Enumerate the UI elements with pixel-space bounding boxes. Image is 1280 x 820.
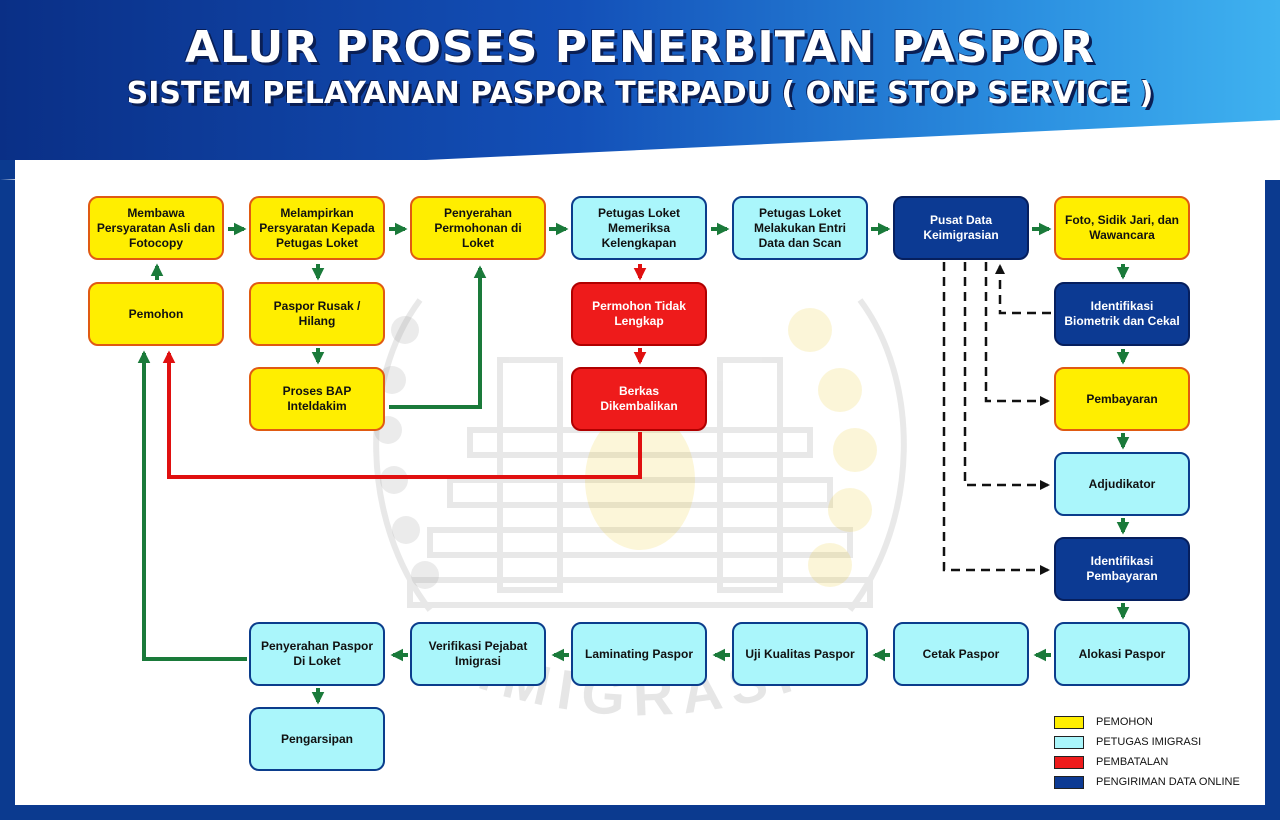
legend-label: PETUGAS IMIGRASI bbox=[1096, 736, 1202, 748]
legend: PEMOHON PETUGAS IMIGRASI PEMBATALAN PENG… bbox=[1054, 712, 1264, 792]
legend-swatch-pembatalan bbox=[1054, 755, 1084, 769]
page-subtitle: SISTEM PELAYANAN PASPOR TERPADU ( ONE ST… bbox=[126, 76, 1154, 111]
node-uji-kualitas[interactable]: Uji Kualitas Paspor bbox=[732, 622, 868, 686]
node-paspor-rusak-hilang[interactable]: Paspor Rusak / Hilang bbox=[249, 282, 385, 346]
node-permohon-tidak-lengkap[interactable]: Permohon Tidak Lengkap bbox=[571, 282, 707, 346]
node-laminating-paspor[interactable]: Laminating Paspor bbox=[571, 622, 707, 686]
node-petugas-memeriksa[interactable]: Petugas Loket Memeriksa Kelengkapan bbox=[571, 196, 707, 260]
node-identifikasi-pembayaran[interactable]: Identifikasi Pembayaran bbox=[1054, 537, 1190, 601]
node-berkas-dikembalikan[interactable]: Berkas Dikembalikan bbox=[571, 367, 707, 431]
node-pemohon[interactable]: Pemohon bbox=[88, 282, 224, 346]
node-verifikasi-pejabat[interactable]: Verifikasi Pejabat Imigrasi bbox=[410, 622, 546, 686]
node-penyerahan-permohonan[interactable]: Penyerahan Permohonan di Loket bbox=[410, 196, 546, 260]
legend-swatch-petugas bbox=[1054, 735, 1084, 749]
node-pengarsipan[interactable]: Pengarsipan bbox=[249, 707, 385, 771]
node-cetak-paspor[interactable]: Cetak Paspor bbox=[893, 622, 1029, 686]
node-identifikasi-biometrik[interactable]: Identifikasi Biometrik dan Cekal bbox=[1054, 282, 1190, 346]
legend-item-pembatalan: PEMBATALAN bbox=[1054, 752, 1264, 772]
page-title: ALUR PROSES PENERBITAN PASPOR bbox=[185, 22, 1095, 73]
node-foto-sidik-jari[interactable]: Foto, Sidik Jari, dan Wawancara bbox=[1054, 196, 1190, 260]
legend-label: PEMBATALAN bbox=[1096, 756, 1169, 768]
node-melampirkan-persyaratan[interactable]: Melampirkan Persyaratan Kepada Petugas L… bbox=[249, 196, 385, 260]
node-adjudikator[interactable]: Adjudikator bbox=[1054, 452, 1190, 516]
node-petugas-entri-data[interactable]: Petugas Loket Melakukan Entri Data dan S… bbox=[732, 196, 868, 260]
legend-swatch-pemohon bbox=[1054, 715, 1084, 729]
node-proses-bap[interactable]: Proses BAP Inteldakim bbox=[249, 367, 385, 431]
node-alokasi-paspor[interactable]: Alokasi Paspor bbox=[1054, 622, 1190, 686]
node-membawa-persyaratan[interactable]: Membawa Persyaratan Asli dan Fotocopy bbox=[88, 196, 224, 260]
node-penyerahan-paspor[interactable]: Penyerahan Paspor Di Loket bbox=[249, 622, 385, 686]
legend-label: PENGIRIMAN DATA ONLINE bbox=[1096, 776, 1240, 788]
legend-item-pemohon: PEMOHON bbox=[1054, 712, 1264, 732]
legend-item-pengiriman-data: PENGIRIMAN DATA ONLINE bbox=[1054, 772, 1264, 792]
node-pusat-data[interactable]: Pusat Data Keimigrasian bbox=[893, 196, 1029, 260]
legend-swatch-pengiriman bbox=[1054, 775, 1084, 789]
node-pembayaran[interactable]: Pembayaran bbox=[1054, 367, 1190, 431]
legend-item-petugas-imigrasi: PETUGAS IMIGRASI bbox=[1054, 732, 1264, 752]
legend-label: PEMOHON bbox=[1096, 716, 1153, 728]
